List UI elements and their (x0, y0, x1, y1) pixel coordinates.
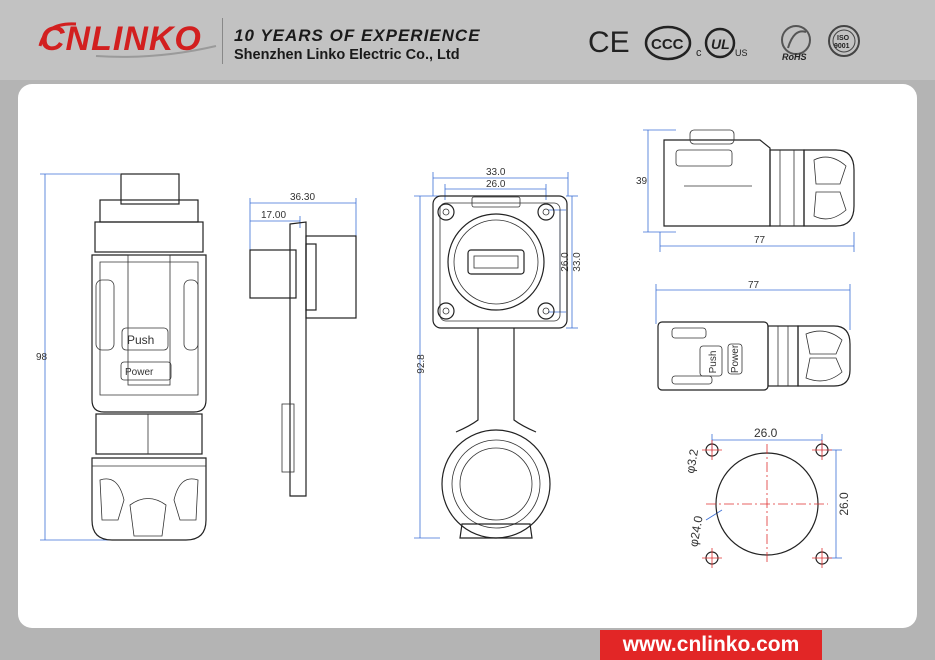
panel-outer-width-label: 33.0 (486, 167, 506, 178)
tagline: 10 YEARS OF EXPERIENCE (234, 26, 481, 45)
svg-text:ISO: ISO (837, 35, 850, 42)
iso-9001-mark-icon: ISO 9001 (828, 25, 860, 57)
header-bar: CNLINKO 10 YEARS OF EXPERIENCE Shenzhen … (0, 0, 935, 80)
svg-text:RoHS: RoHS (782, 52, 807, 62)
front-height-label: 98 (36, 352, 48, 363)
svg-text:UL: UL (711, 36, 730, 52)
ccc-mark-icon: CCC (644, 25, 692, 61)
certification-logos: CE CCC c UL US RoHS ISO 9001 (588, 25, 860, 62)
panel-inner-width-label: 26.0 (486, 179, 506, 190)
plug-top-view: 39 77 (636, 129, 855, 252)
panel-inner-height-label: 26.0 (560, 252, 571, 272)
cutout-center-dia-label: φ24.0 (686, 514, 705, 547)
side-view-socket: 36.30 17.00 (249, 192, 357, 497)
cul-us-mark-icon: c UL US (696, 27, 748, 59)
rohs-mark-icon: RoHS (781, 25, 811, 62)
push-button-label: Push (127, 333, 154, 347)
cutout-hole-dia-label: φ3.2 (683, 448, 701, 475)
plug-view-length-label: 77 (748, 280, 760, 291)
front-view-plug: 98 Push Power (36, 173, 207, 541)
plug-side-view: 77 Push Power (655, 280, 851, 391)
panel-outer-height-label: 33.0 (572, 252, 583, 272)
mounting-hole (812, 548, 832, 568)
side-part-label: 17.00 (261, 210, 286, 221)
svg-text:9001: 9001 (834, 43, 850, 50)
header-divider (222, 18, 223, 64)
website-link[interactable]: www.cnlinko.com (600, 630, 822, 660)
power-label: Power (125, 367, 154, 378)
mounting-hole (702, 548, 722, 568)
company-logo[interactable]: CNLINKO (40, 20, 202, 58)
svg-text:US: US (735, 48, 748, 58)
panel-cutout-drawing: 26.0 26.0 φ3.2 φ24.0 (683, 426, 851, 568)
svg-text:CCC: CCC (651, 36, 684, 53)
company-name: Shenzhen Linko Electric Co., Ltd (234, 47, 460, 63)
top-view-height-label: 39 (636, 176, 648, 187)
svg-text:c: c (696, 47, 702, 59)
logo-swoosh-icon (38, 22, 217, 58)
side-total-label: 36.30 (290, 192, 315, 203)
cutout-pitch-x-label: 26.0 (754, 426, 778, 440)
plug-power-label: Power (730, 344, 741, 373)
mounting-hole (812, 440, 832, 460)
panel-front-view: 33.0 26.0 26.0 33.0 92.8 (414, 167, 583, 539)
panel-total-height-label: 92.8 (416, 354, 427, 374)
cutout-pitch-y-label: 26.0 (837, 492, 851, 516)
top-view-length-label: 77 (754, 235, 766, 246)
plug-push-label: Push (708, 351, 719, 374)
ce-mark-icon: CE (588, 26, 630, 59)
mounting-hole (702, 440, 722, 460)
